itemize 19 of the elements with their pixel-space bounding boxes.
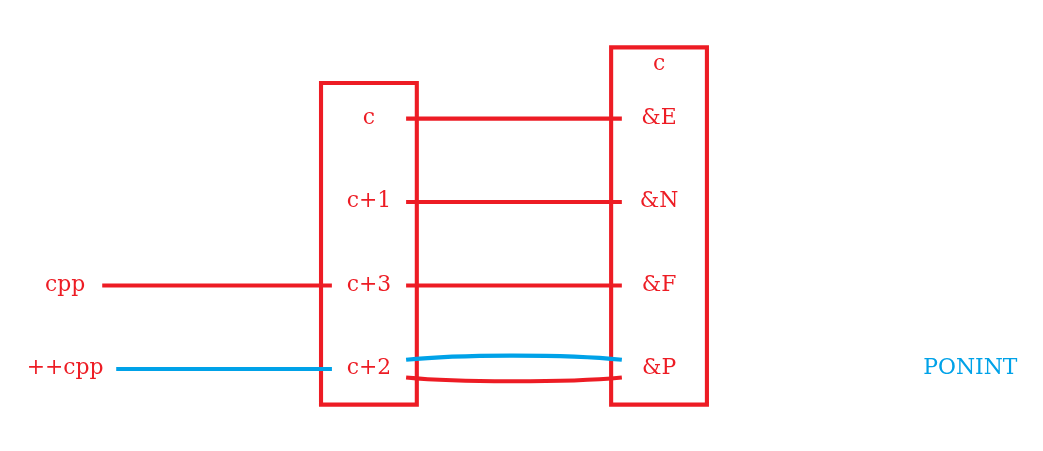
connector: [406, 199, 622, 204]
cluster: [318, 80, 419, 407]
label: PONINT: [923, 353, 1018, 379]
connector: [406, 116, 622, 121]
node-text: ++cpp: [26, 353, 104, 379]
connector: [116, 366, 332, 371]
connector: [406, 282, 622, 288]
node-text: c+2: [346, 353, 392, 379]
node-text: &N: [639, 186, 679, 212]
connector: [405, 374, 622, 383]
node-text: c+1: [346, 186, 392, 212]
node-text: c+3: [346, 270, 392, 296]
node-text: cpp: [45, 270, 86, 296]
node-text: &E: [641, 103, 677, 129]
node-text: &P: [641, 353, 677, 379]
connector: [102, 282, 332, 288]
node-text: c: [362, 103, 376, 129]
connector: [405, 353, 623, 362]
node-text: &F: [641, 270, 677, 296]
